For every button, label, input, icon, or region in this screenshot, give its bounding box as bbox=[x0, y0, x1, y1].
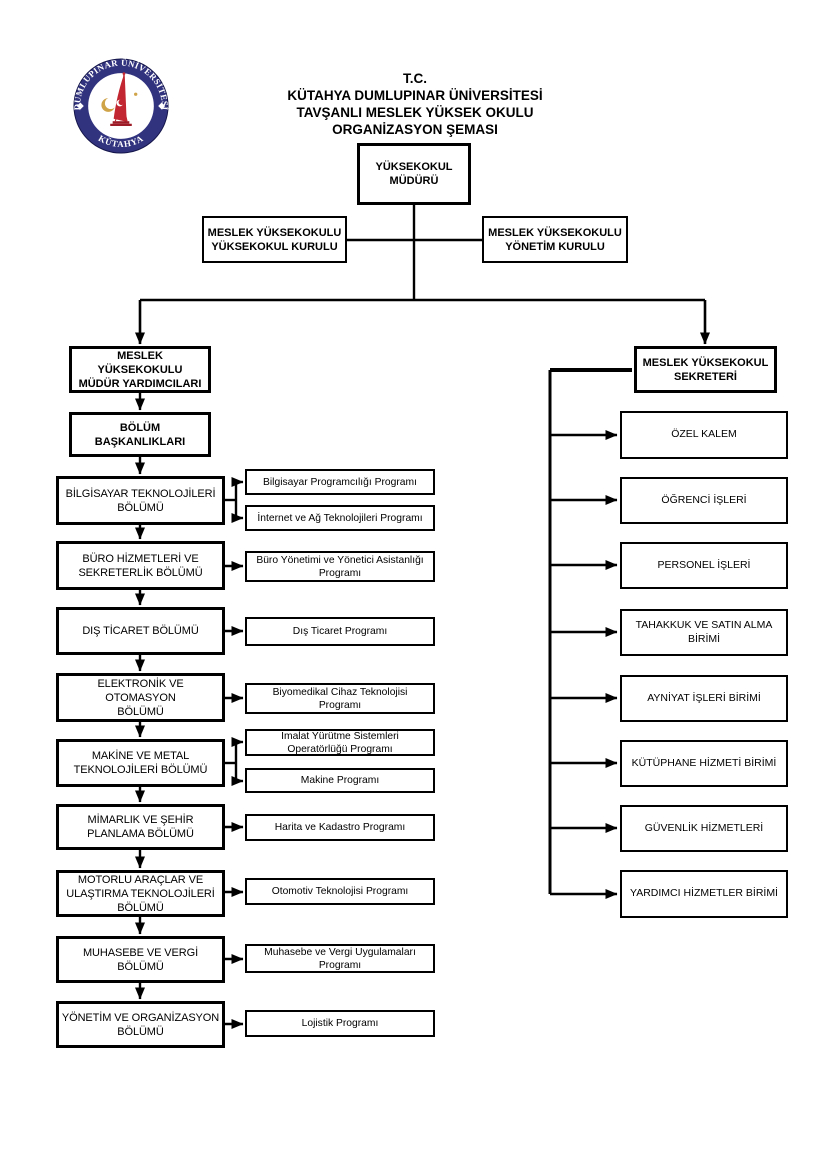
node-secretary: MESLEK YÜKSEKOKUL SEKRETERİ bbox=[634, 346, 777, 393]
node-director: YÜKSEKOKUL MÜDÜRÜ bbox=[357, 143, 471, 205]
department-box: MAKİNE VE METAL TEKNOLOJİLERİ BÖLÜMÜ bbox=[56, 739, 225, 787]
program-box: Dış Ticaret Programı bbox=[245, 617, 435, 646]
svg-text:KÜTAHYA: KÜTAHYA bbox=[97, 133, 146, 149]
node-school-board: MESLEK YÜKSEKOKULU YÜKSEKOKUL KURULU bbox=[202, 216, 347, 263]
node-deputy-directors: MESLEK YÜKSEKOKULU MÜDÜR YARDIMCILARI bbox=[69, 346, 211, 393]
node-management-board: MESLEK YÜKSEKOKULU YÖNETİM KURULU bbox=[482, 216, 628, 263]
department-box: MİMARLIK VE ŞEHİR PLANLAMA BÖLÜMÜ bbox=[56, 804, 225, 850]
program-box: Otomotiv Teknolojisi Programı bbox=[245, 878, 435, 905]
program-box: İnternet ve Ağ Teknolojileri Programı bbox=[245, 505, 435, 531]
program-box: Bilgisayar Programcılığı Programı bbox=[245, 469, 435, 495]
admin-unit-box: YARDIMCI HİZMETLER BİRİMİ bbox=[620, 870, 788, 918]
university-seal-icon: DUMLUPINAR ÜNİVERSİTESİ KÜTAHYA bbox=[72, 57, 170, 154]
department-box: BÜRO HİZMETLERİ VE SEKRETERLİK BÖLÜMÜ bbox=[56, 541, 225, 590]
admin-unit-box: KÜTÜPHANE HİZMETİ BİRİMİ bbox=[620, 740, 788, 787]
program-box: Büro Yönetimi ve Yönetici Asistanlığı Pr… bbox=[245, 551, 435, 582]
admin-unit-box: GÜVENLİK HİZMETLERİ bbox=[620, 805, 788, 852]
admin-unit-box: ÖZEL KALEM bbox=[620, 411, 788, 459]
department-box: MUHASEBE VE VERGİ BÖLÜMÜ bbox=[56, 936, 225, 983]
admin-unit-box: AYNİYAT İŞLERİ BİRİMİ bbox=[620, 675, 788, 722]
admin-unit-box: PERSONEL İŞLERİ bbox=[620, 542, 788, 589]
department-box: DIŞ TİCARET BÖLÜMÜ bbox=[56, 607, 225, 655]
program-box: Harita ve Kadastro Programı bbox=[245, 814, 435, 841]
monument-emblem-icon bbox=[101, 72, 138, 126]
department-box: ELEKTRONİK VE OTOMASYON BÖLÜMÜ bbox=[56, 673, 225, 722]
program-box: İmalat Yürütme Sistemleri Operatörlüğü P… bbox=[245, 729, 435, 756]
department-box: MOTORLU ARAÇLAR VE ULAŞTIRMA TEKNOLOJİLE… bbox=[56, 870, 225, 917]
logo-bottom-text: KÜTAHYA bbox=[97, 133, 145, 149]
node-department-heads: BÖLÜM BAŞKANLIKLARI bbox=[69, 412, 211, 457]
admin-unit-box: ÖĞRENCİ İŞLERİ bbox=[620, 477, 788, 524]
program-box: Makine Programı bbox=[245, 768, 435, 793]
program-box: Muhasebe ve Vergi Uygulamaları Programı bbox=[245, 944, 435, 973]
program-box: Biyomedikal Cihaz Teknolojisi Programı bbox=[245, 683, 435, 714]
program-box: Lojistik Programı bbox=[245, 1010, 435, 1037]
page-title: T.C. KÜTAHYA DUMLUPINAR ÜNİVERSİTESİ TAV… bbox=[287, 71, 543, 137]
department-box: YÖNETİM VE ORGANİZASYON BÖLÜMÜ bbox=[56, 1001, 225, 1048]
admin-unit-box: TAHAKKUK VE SATIN ALMA BİRİMİ bbox=[620, 609, 788, 656]
department-box: BİLGİSAYAR TEKNOLOJİLERİ BÖLÜMÜ bbox=[56, 476, 225, 525]
